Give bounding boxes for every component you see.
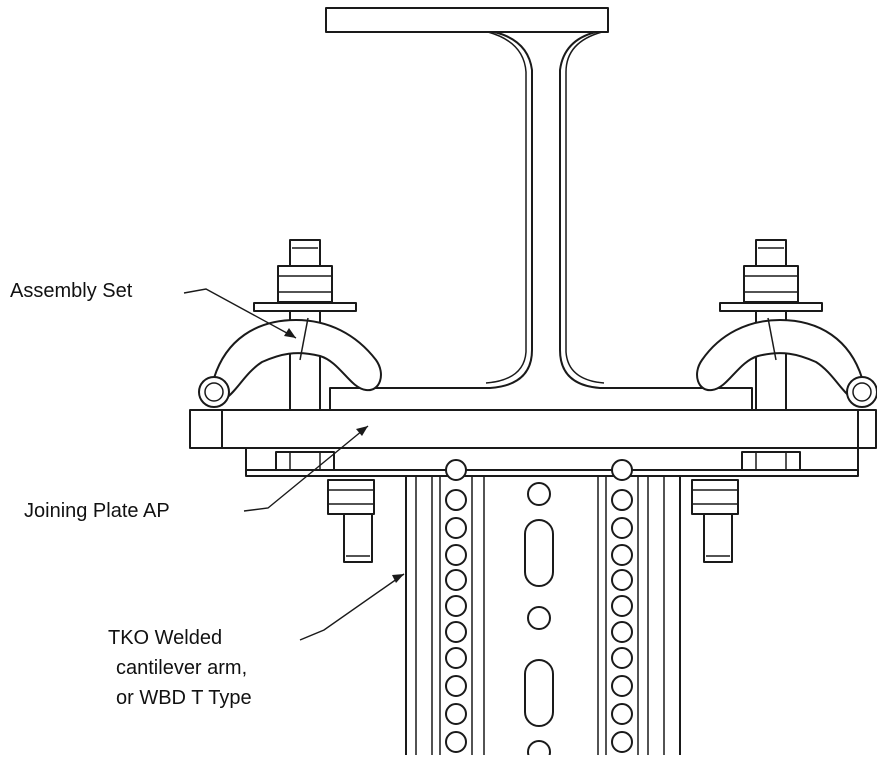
cantilever-text-2: cantilever arm, — [116, 657, 247, 679]
joining-plate — [189, 409, 877, 477]
assembly-set-leader — [183, 288, 297, 339]
left-assembly-set — [198, 239, 382, 563]
cantilever-arm — [405, 459, 681, 755]
cantilever-text-1: TKO Welded — [108, 627, 222, 649]
cantilever-text-3: or WBD T Type — [116, 687, 252, 709]
joining-plate-text: Joining Plate AP — [24, 500, 170, 522]
label-joining-plate: Joining Plate AP — [24, 425, 369, 522]
label-assembly-set: Assembly Set — [10, 280, 297, 339]
cantilever-leader — [299, 573, 405, 641]
label-cantilever-arm: TKO Welded cantilever arm, or WBD T Type — [108, 573, 405, 709]
joining-plate-leader — [243, 425, 369, 512]
i-beam — [325, 7, 753, 411]
right-assembly-set — [691, 239, 877, 563]
assembly-set-text: Assembly Set — [10, 280, 133, 302]
